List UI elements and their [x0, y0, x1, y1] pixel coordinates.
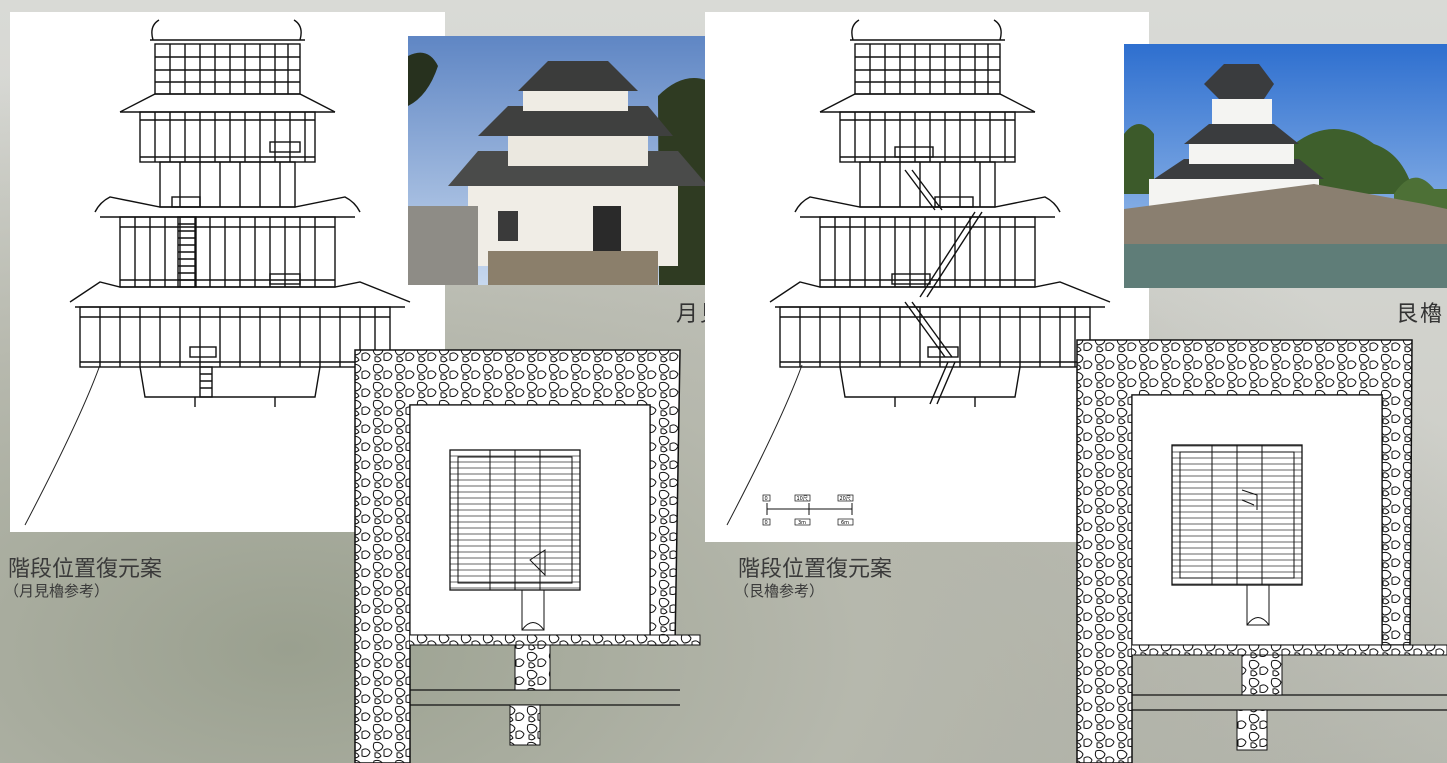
scale-label-bottom-0: 0 [765, 520, 768, 526]
right-leader-line [726, 364, 803, 526]
right-tower-elevation-drawing [769, 19, 1111, 407]
tsukimi-yagura-photo [408, 36, 739, 285]
left-tower-elevation-drawing [69, 19, 411, 407]
scale-label-bottom-2: 6m [841, 520, 849, 526]
left-stone-foundation-plan [354, 349, 701, 763]
right-elevation-panel [705, 12, 1149, 542]
left-heading: 階段位置復元案 [8, 557, 163, 582]
scale-label-top-1: 10尺 [797, 496, 808, 502]
right-subheading: （艮櫓参考） [734, 582, 825, 600]
scale-label-top-0: 0 [765, 496, 768, 502]
ushitora-yagura-photo [1124, 44, 1447, 288]
left-subheading: （月見櫓参考） [4, 582, 110, 600]
scale-bar: 0 10尺 20尺 0 3m 6m [762, 494, 854, 526]
right-heading: 階段位置復元案 [738, 557, 893, 582]
left-leader-line [24, 364, 101, 526]
scale-label-bottom-1: 3m [798, 520, 806, 526]
right-stone-foundation-plan [1076, 339, 1447, 763]
photo-caption-right: 艮櫓 [1396, 302, 1445, 327]
scale-label-top-2: 20尺 [840, 496, 851, 502]
